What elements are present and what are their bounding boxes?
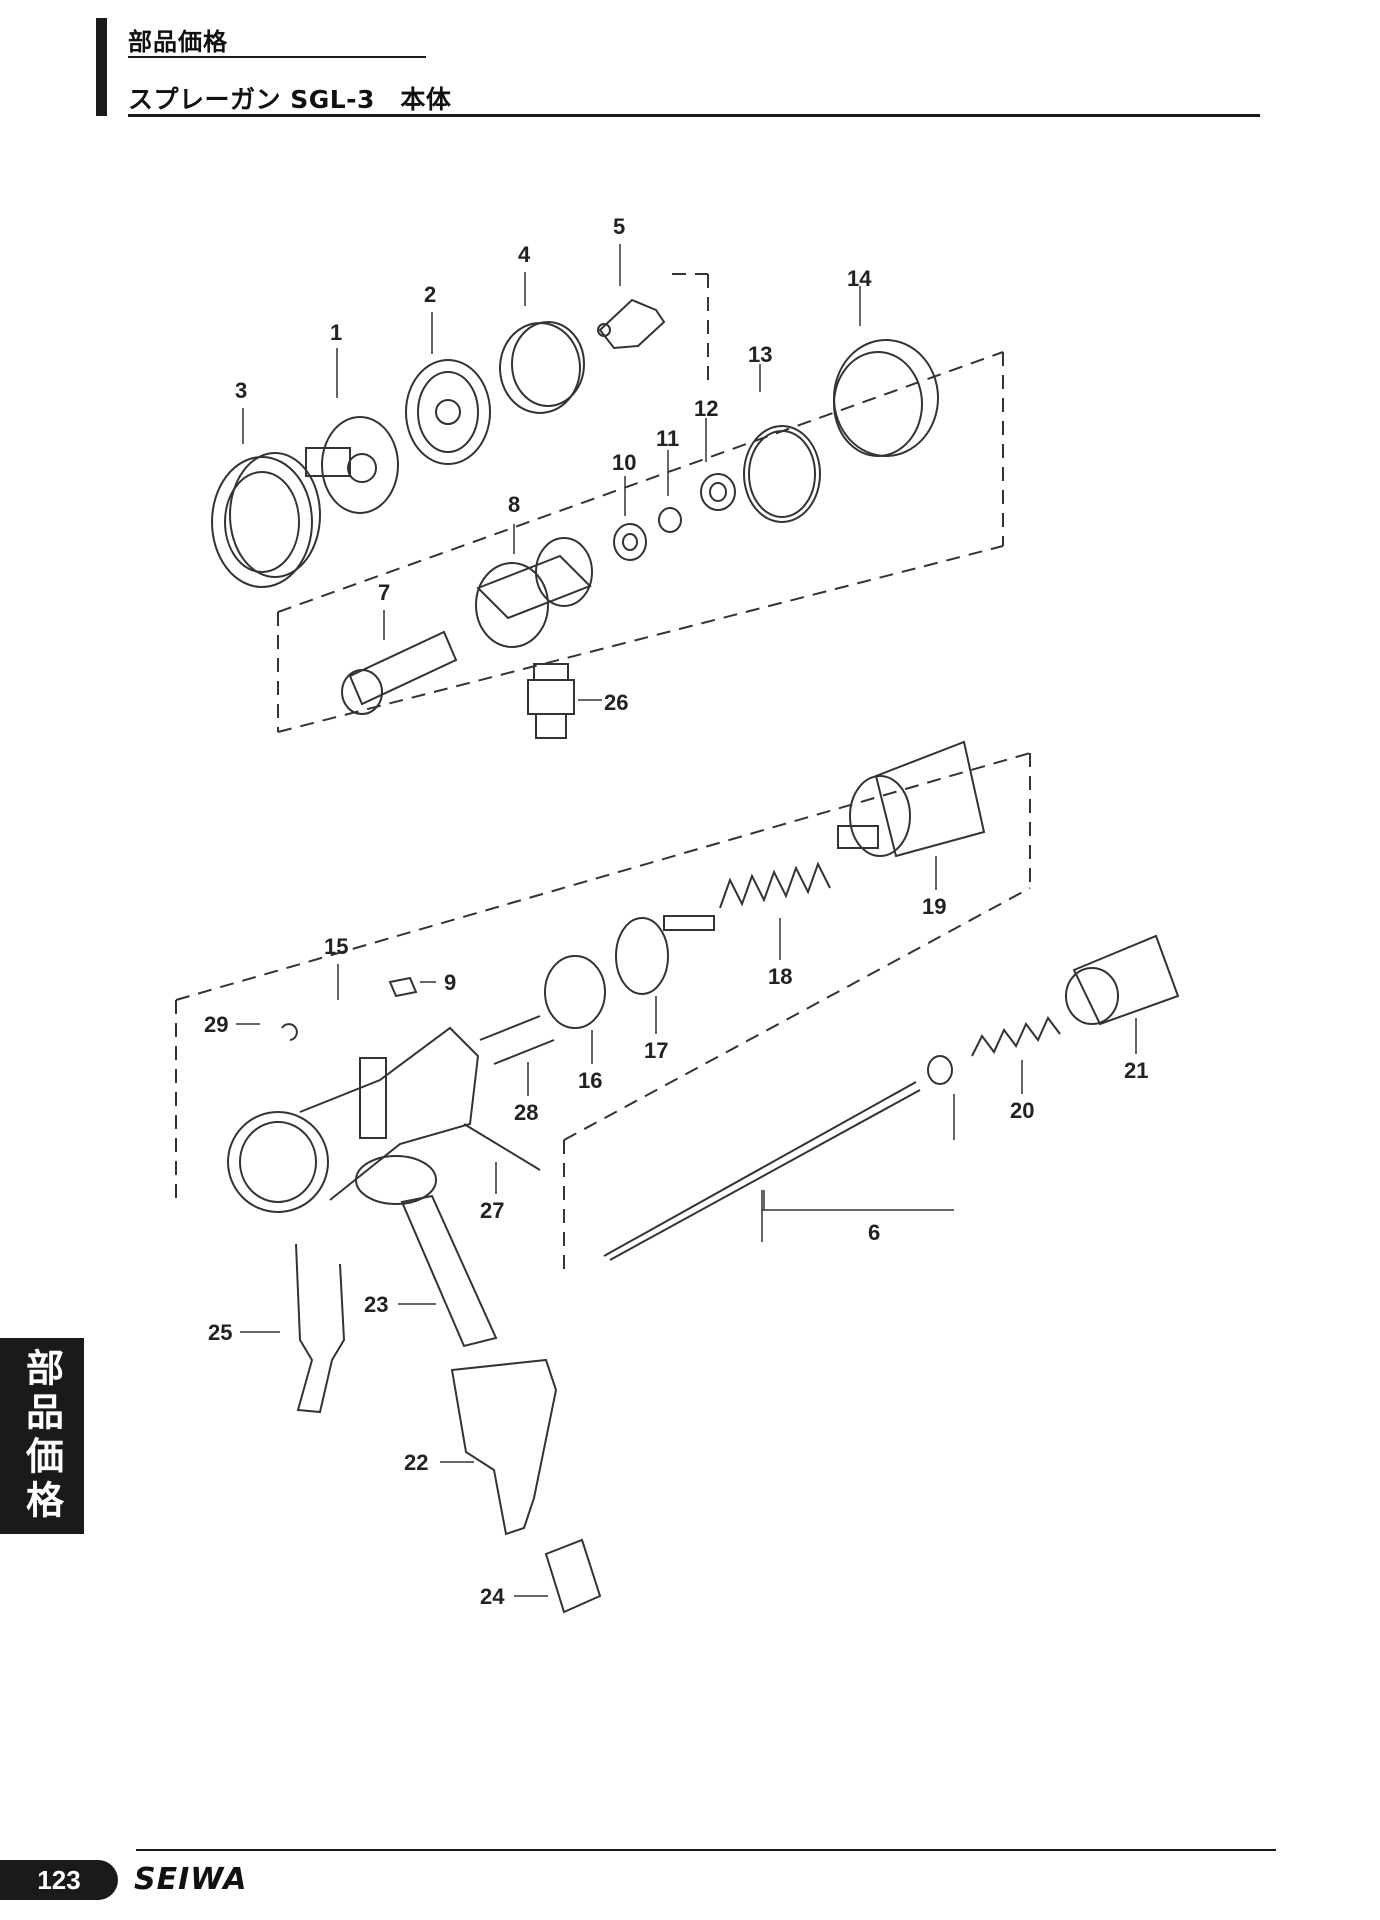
part-24-air-inlet	[544, 1538, 602, 1614]
label-part-10: 10	[612, 450, 636, 475]
part-26-fitting	[527, 663, 575, 739]
part-14-cap-ring	[833, 339, 939, 457]
part-5-nozzle-tip	[597, 298, 666, 350]
label-part-18: 18	[768, 964, 792, 989]
part-28-pins	[479, 1015, 555, 1065]
part-27-pivot-pin	[463, 1123, 541, 1171]
label-part-6: 6	[868, 1220, 880, 1245]
group-bracket-lower	[175, 752, 1031, 1276]
part-9-nipple	[388, 976, 418, 998]
label-part-16: 16	[578, 1068, 602, 1093]
label-part-9: 9	[444, 970, 456, 995]
part-18-spring	[719, 861, 831, 909]
label-part-28: 28	[514, 1100, 538, 1125]
title-underline	[128, 114, 1260, 117]
part-15-gun-body	[227, 1026, 480, 1213]
label-part-20: 20	[1010, 1098, 1034, 1123]
part-17-piston	[615, 915, 715, 995]
label-part-3: 3	[235, 378, 247, 403]
part-3-ring-nut	[211, 452, 321, 588]
label-part-29: 29	[204, 1012, 228, 1037]
label-part-19: 19	[922, 894, 946, 919]
label-part-15: 15	[324, 934, 348, 959]
side-tab-label: 部品価格	[19, 1348, 64, 1524]
label-part-21: 21	[1124, 1058, 1148, 1083]
label-part-11: 11	[656, 426, 679, 451]
label-part-1: 1	[330, 320, 342, 345]
label-part-2: 2	[424, 282, 436, 307]
label-part-8: 8	[508, 492, 520, 517]
part-8-body-sleeve	[475, 537, 593, 648]
label-part-17: 17	[644, 1038, 668, 1063]
page-title: スプレーガン SGL-3 本体	[128, 85, 452, 114]
part-12-packing-seat	[700, 473, 736, 511]
group-bracket-upper	[277, 273, 1004, 733]
label-part-24: 24	[480, 1584, 505, 1609]
part-6-needle	[603, 1055, 953, 1261]
part-4-o-ring	[499, 321, 585, 414]
part-13-snap-ring	[743, 425, 821, 523]
part-22-handle-grip	[450, 1358, 558, 1536]
part-10-bushing	[613, 523, 647, 561]
part-29-e-clip	[281, 1023, 298, 1041]
side-tab: 部品価格	[0, 1338, 84, 1534]
label-part-27: 27	[480, 1198, 504, 1223]
part-1-air-cap	[305, 416, 399, 514]
section-category: 部品価格	[128, 28, 228, 56]
label-part-4: 4	[518, 242, 531, 267]
brand-logo: SEIWA	[134, 1862, 248, 1897]
label-part-25: 25	[208, 1320, 232, 1345]
part-19-adjuster-knob	[837, 740, 986, 858]
part-25-hanger	[295, 1243, 346, 1414]
label-part-26: 26	[604, 690, 628, 715]
category-underline	[128, 56, 426, 58]
label-part-23: 23	[364, 1292, 388, 1317]
part-labels: 3 1 2 4 5 14 13 12 11 10 8 7 26 19 18 17…	[204, 214, 1148, 1609]
label-part-12: 12	[694, 396, 718, 421]
label-part-22: 22	[404, 1450, 428, 1475]
leader-lines	[236, 244, 1137, 1597]
part-11-washer	[658, 507, 682, 533]
footer-rule	[136, 1849, 1276, 1851]
label-part-7: 7	[378, 580, 390, 605]
part-20-spring	[971, 1016, 1061, 1057]
part-7-tube	[341, 630, 458, 715]
part-2-nozzle-disk	[405, 359, 491, 465]
page-number: 123	[0, 1860, 118, 1900]
label-part-13: 13	[748, 342, 772, 367]
part-21-knob	[1065, 934, 1180, 1026]
label-part-14: 14	[847, 266, 872, 291]
label-part-5: 5	[613, 214, 625, 239]
part-23-air-tube	[400, 1194, 498, 1348]
part-16-o-ring	[544, 955, 606, 1029]
header-bar	[96, 18, 107, 116]
